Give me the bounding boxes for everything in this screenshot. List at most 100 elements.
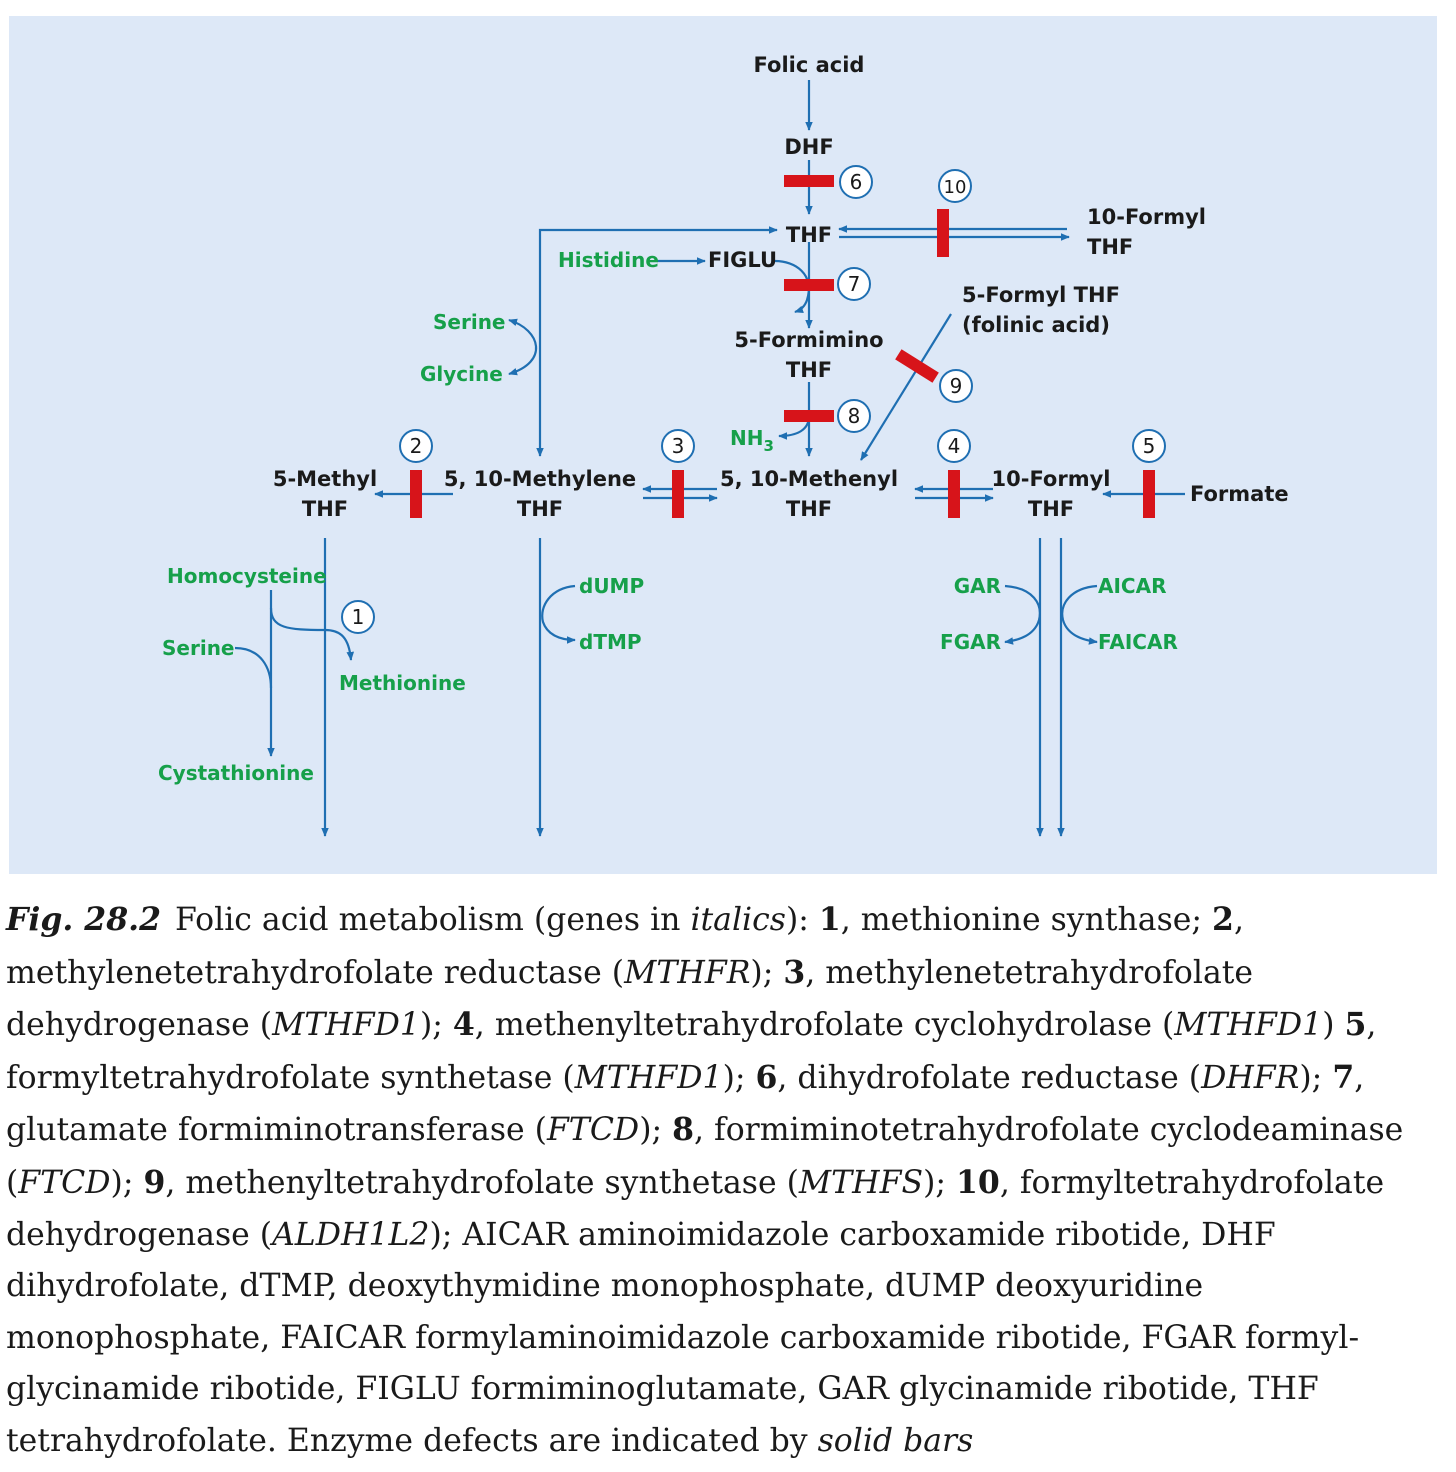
enzyme-markers: 1 2 3 4 5 6 7 8 9 10 [341,165,1166,634]
caption-text: ): [785,902,819,938]
label-nh3: NH3 [730,426,774,455]
gene-name: MTHFR [624,954,751,991]
label-folinic-acid: (folinic acid) [962,313,1110,337]
caption-text: , methylenetetrahydrofolate reductase ( [6,902,1244,991]
caption-text: , methenyltetrahydrofolate synthetase ( [165,1164,799,1201]
defect-bar-7 [784,279,834,291]
enzyme-circle-5 [1132,429,1166,463]
defect-bars [410,175,1155,518]
label-methenyl-line1: 5, 10-Methenyl [720,467,898,491]
enzyme-circle-3 [661,429,695,463]
label-faicar: FAICAR [1098,630,1178,654]
enzyme-circle-7 [837,267,871,301]
cofactor-labels: Histidine Serine Glycine NH3 Homocystein… [158,248,1178,785]
label-dump: dUMP [579,574,644,598]
label-10-formyl-line2: THF [1028,497,1074,521]
enzyme-number-3: 3 [672,434,685,458]
caption-text: Folic acid metabolism (genes in [175,902,691,938]
caption-solid-bars: solid bars [817,1422,974,1459]
arrow-gar-to-fgar [1004,584,1041,645]
label-thf: THF [786,223,832,247]
figure-caption: Fig. 28.2 Folic acid metabolism (genes in… [6,894,1446,1468]
intermediate-labels: Folic acid DHF THF 10-Formyl THF FIGLU 5… [273,53,1289,521]
defect-bar-8 [784,410,834,422]
caption-text: ); [639,1112,673,1149]
caption-text: , formiminotetrahydrofolate cyclodeam­in… [6,1112,1404,1201]
defect-bar-5 [1143,470,1155,518]
figure-label: Fig. 28.2 [6,901,162,938]
caption-text: ); [722,1059,756,1096]
enzyme-ref-2: 2 [1212,901,1234,938]
label-gar: GAR [954,574,1001,598]
gene-name: MTHFS [798,1164,924,1201]
caption-text: , methylenetetrahydrofolate dehydrogenas… [6,954,1254,1044]
enzyme-ref-6: 6 [755,1058,778,1096]
label-5-formyl-thf: 5-Formyl THF [962,283,1120,307]
label-serine-bottom: Serine [162,636,235,660]
enzyme-ref-4: 4 [452,1006,475,1044]
caption-text: , formyltetrahydrofolate synthetase ( [6,1007,1377,1096]
label-5-methyl-line2: THF [302,497,348,521]
label-figlu: FIGLU [708,248,777,272]
enzyme-number-4: 4 [948,434,961,458]
arrow-figlu-to-formimino [774,259,810,314]
enzyme-ref-7: 7 [1332,1058,1355,1096]
label-methionine: Methionine [339,671,466,695]
enzyme-ref-9: 9 [143,1163,166,1201]
label-folic-acid: Folic acid [754,53,865,77]
enzyme-number-5: 5 [1143,434,1156,458]
enzyme-ref-3: 3 [783,953,806,991]
gene-name: FTCD [546,1112,640,1149]
caption-text: , methionine synthase; [840,902,1213,938]
label-methylene-line2: THF [517,497,563,521]
label-methylene-line1: 5, 10-Methylene [444,467,636,491]
enzyme-circle-6 [839,165,873,199]
caption-text: , formyltetrahy­drofolate dehydrogenase … [6,1164,1385,1253]
label-dtmp: dTMP [579,630,642,654]
label-formate: Formate [1190,482,1289,506]
arrow-serine-join [234,646,273,689]
gene-name: ALDH1L2 [272,1216,430,1253]
pathway-arrows [234,80,1185,837]
arrow-folinic-to-methenyl [860,313,952,461]
gene-name: FTCD [18,1164,111,1201]
defect-bar-10 [937,209,949,257]
label-serine-top: Serine [433,310,506,334]
enzyme-ref-5: 5 [1344,1006,1367,1044]
label-homocysteine: Homocysteine [167,564,327,588]
defect-bar-6 [784,175,834,187]
caption-text: ); [750,954,784,991]
defect-bar-2 [410,470,422,518]
label-methenyl-line2: THF [786,497,832,521]
enzyme-circle-10 [938,169,972,203]
enzyme-ref-1: 1 [818,901,841,938]
caption-abbreviations: ); AICAR aminoimidazole carboxamide ribo… [6,1216,1360,1459]
enzyme-number-1: 1 [352,605,365,629]
label-10-formyl-thf-top-line2: THF [1087,235,1133,259]
label-aicar: AICAR [1098,574,1166,598]
label-glycine: Glycine [420,362,503,386]
arrow-serine-glycine [508,318,538,376]
arrow-methylene-thf-loop [536,226,778,457]
enzyme-circle-9 [939,369,973,403]
caption-text: ); [419,1007,453,1044]
defect-bar-9 [895,349,939,383]
label-cystathionine: Cystathionine [158,761,314,785]
caption-text: , methenyltetrahydrofolate cyclohydrolas… [474,1007,1175,1044]
caption-text: , glutamate formiminotransferase ( [6,1059,1365,1149]
caption-text: ); [923,1164,956,1201]
folate-pathway-diagram: 1 2 3 4 5 6 7 8 9 10 Folic acid DHF THF … [158,53,1289,837]
arrow-homocysteine-to-methionine [269,607,355,661]
enzyme-circle-1 [341,600,375,634]
arrow-aicar-to-faicar [1061,584,1098,645]
caption-text: , dihydrofolate reductase ( [777,1059,1202,1096]
gene-name: MTHFD1 [272,1007,420,1044]
enzyme-ref-8: 8 [672,1111,695,1149]
enzyme-number-6: 6 [850,170,863,194]
label-dhf: DHF [784,135,833,159]
enzyme-number-9: 9 [950,374,963,398]
enzyme-number-8: 8 [848,404,861,428]
label-5-formimino-line1: 5-Formimino [734,328,883,352]
defect-bar-3 [672,470,684,518]
label-histidine: Histidine [558,248,659,272]
